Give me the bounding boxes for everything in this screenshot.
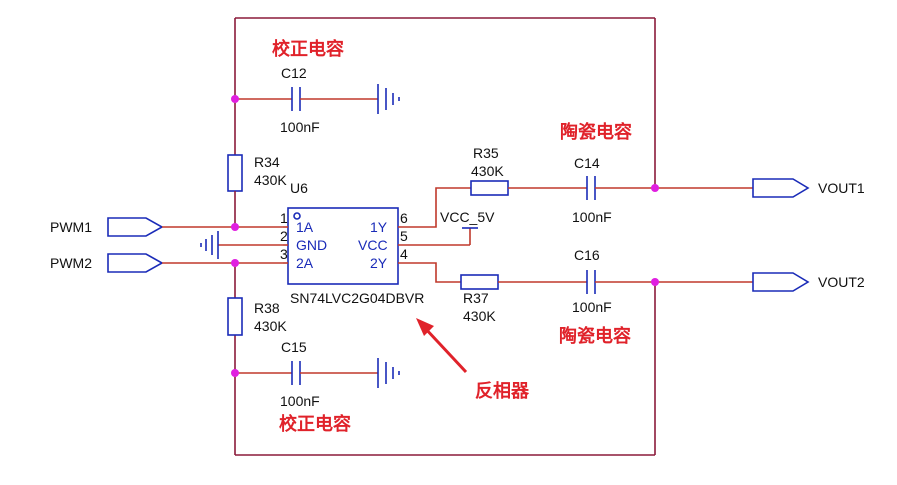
r35-ref: R35 <box>473 145 499 161</box>
ic-ref: U6 <box>290 180 308 196</box>
junction-dot <box>651 184 659 192</box>
junction-dot <box>231 259 239 267</box>
junction-dot <box>231 223 239 231</box>
r34-ref: R34 <box>254 154 280 170</box>
vcc-label: VCC_5V <box>440 209 495 225</box>
r38-value: 430K <box>254 318 287 334</box>
r35-value: 430K <box>471 163 504 179</box>
annotation-arrow <box>416 318 468 374</box>
enclosure-wires <box>234 17 656 456</box>
vcc-connection <box>398 227 478 246</box>
c15-ref: C15 <box>281 339 307 355</box>
bottom-correction-cap-note: 校正电容 <box>279 413 351 435</box>
vout2-label: VOUT2 <box>818 274 865 290</box>
c15-value: 100nF <box>280 393 320 409</box>
capacitor-c12 <box>235 84 400 114</box>
pwm2-label: PWM2 <box>50 255 92 271</box>
top-correction-cap-note: 校正电容 <box>272 38 344 60</box>
pin-5-number: 5 <box>400 228 408 244</box>
junction-dot <box>651 278 659 286</box>
r38-ref: R38 <box>254 300 280 316</box>
capacitor-c15 <box>235 358 400 388</box>
ground-icon <box>200 231 283 259</box>
pin-1-number: 1 <box>280 210 288 226</box>
c12-value: 100nF <box>280 119 320 135</box>
pin-2-number: 2 <box>280 228 288 244</box>
c14-value: 100nF <box>572 209 612 225</box>
junction-dot <box>231 95 239 103</box>
junctions <box>231 95 659 377</box>
pin-6-name: 1Y <box>370 219 388 235</box>
pin-4-number: 4 <box>400 246 408 262</box>
ic-u6 <box>283 207 399 285</box>
output-2-path <box>398 262 810 294</box>
vout1-label: VOUT1 <box>818 180 865 196</box>
junction-dot <box>231 369 239 377</box>
c14-ref: C14 <box>574 155 600 171</box>
resistor-r38 <box>227 263 243 336</box>
c16-value: 100nF <box>572 299 612 315</box>
r34-value: 430K <box>254 172 287 188</box>
pin-3-number: 3 <box>280 246 288 262</box>
pwm1-port <box>107 217 283 237</box>
inverter-note: 反相器 <box>475 381 530 402</box>
pin-2-name: GND <box>296 237 327 253</box>
upper-ceramic-cap-note: 陶瓷电容 <box>560 121 632 143</box>
pin-6-number: 6 <box>400 210 408 226</box>
pin-3-name: 2A <box>296 255 314 271</box>
r37-value: 430K <box>463 308 496 324</box>
lower-ceramic-cap-note: 陶瓷电容 <box>559 325 631 347</box>
pin-4-name: 2Y <box>370 255 388 271</box>
ic-part-number: SN74LVC2G04DBVR <box>290 290 424 306</box>
pwm2-port <box>107 253 283 273</box>
output-1-path <box>398 176 810 228</box>
resistor-r34 <box>227 154 243 226</box>
r37-ref: R37 <box>463 290 489 306</box>
pwm1-label: PWM1 <box>50 219 92 235</box>
pin-5-name: VCC <box>358 237 388 253</box>
c16-ref: C16 <box>574 247 600 263</box>
c12-ref: C12 <box>281 65 307 81</box>
pin-1-name: 1A <box>296 219 314 235</box>
